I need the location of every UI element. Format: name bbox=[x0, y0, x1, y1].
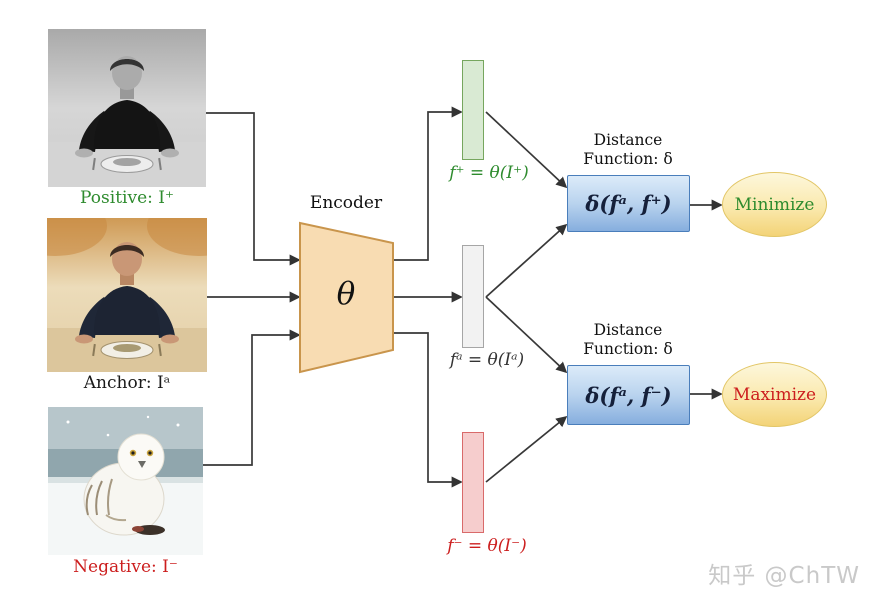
maximize-ellipse: Maximize bbox=[722, 362, 827, 427]
encoder-title: Encoder bbox=[309, 193, 383, 213]
distance1-title-line2: Function: δ bbox=[583, 150, 673, 169]
arrow-encoder-to-negative-feature bbox=[393, 332, 463, 488]
negative-label: Negative: I⁻ bbox=[73, 557, 178, 577]
distance1-title: Distance Function: δ bbox=[553, 131, 703, 170]
distance2-title-line1: Distance bbox=[593, 321, 663, 339]
arrow-negative-to-encoder bbox=[203, 329, 301, 466]
negative-image bbox=[48, 407, 203, 555]
anchor-image bbox=[47, 218, 207, 372]
distance2-title: Distance Function: δ bbox=[553, 321, 703, 360]
distance2-formula: δ(fᵃ, f⁻) bbox=[585, 382, 672, 408]
arrow-anchor-feature-to-distance2 bbox=[485, 296, 568, 374]
anchor-feature-bar bbox=[462, 245, 484, 348]
minimize-label: Minimize bbox=[734, 194, 815, 215]
arrow-encoder-to-positive-feature bbox=[393, 106, 463, 261]
distance1-formula: δ(fᵃ, f⁺) bbox=[585, 191, 672, 216]
encoder-theta-symbol: θ bbox=[336, 276, 356, 312]
arrow-negative-feature-to-distance2 bbox=[485, 415, 568, 483]
negative-feature-label: f⁻ = θ(I⁻) bbox=[447, 536, 527, 556]
positive-feature-label: f⁺ = θ(I⁺) bbox=[449, 163, 529, 183]
distance1-title-line1: Distance bbox=[593, 131, 663, 149]
positive-feature-bar bbox=[462, 60, 484, 160]
zhihu-watermark: 知乎 @ChTW bbox=[708, 563, 860, 589]
negative-feature-bar bbox=[462, 432, 484, 533]
distance2-title-line2: Function: δ bbox=[583, 340, 673, 359]
positive-image bbox=[48, 29, 206, 187]
arrow-positive-feature-to-distance1 bbox=[485, 111, 568, 189]
distance1-box: δ(fᵃ, f⁺) bbox=[567, 175, 690, 232]
distance2-box: δ(fᵃ, f⁻) bbox=[567, 365, 690, 425]
positive-label: Positive: I⁺ bbox=[80, 188, 174, 208]
minimize-ellipse: Minimize bbox=[722, 172, 827, 237]
anchor-feature-label: fᵃ = θ(Iᵃ) bbox=[449, 350, 525, 370]
maximize-label: Maximize bbox=[732, 384, 817, 405]
arrow-positive-to-encoder bbox=[206, 112, 301, 266]
arrow-anchor-feature-to-distance1 bbox=[485, 223, 568, 298]
encoder-trapezoid bbox=[299, 221, 394, 374]
anchor-label: Anchor: Iᵃ bbox=[83, 373, 171, 393]
